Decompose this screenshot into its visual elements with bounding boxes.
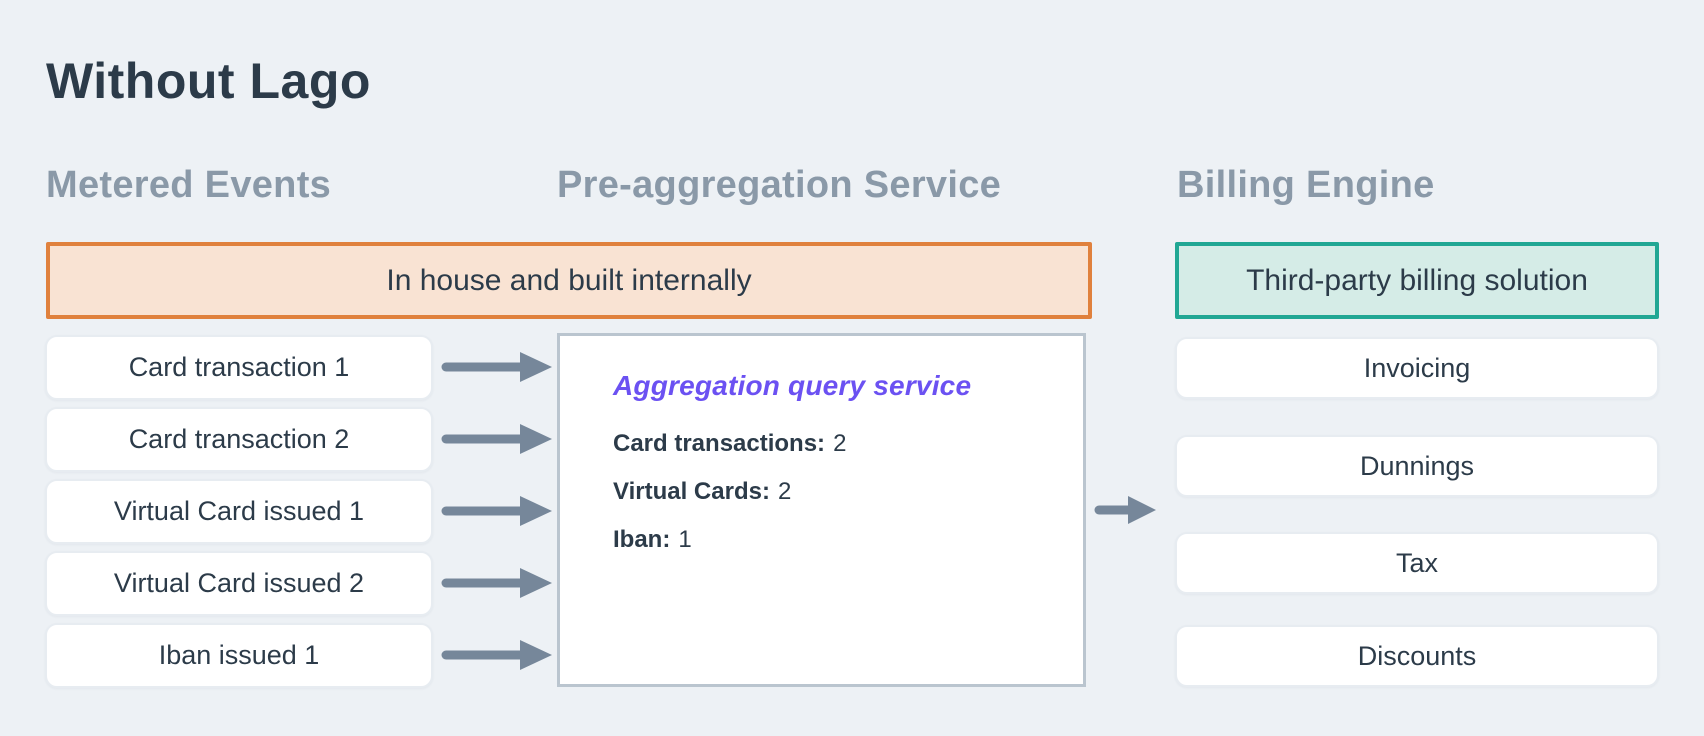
- right-arrow-icon: [441, 352, 552, 382]
- metered-event-card: Iban issued 1: [45, 623, 433, 688]
- billing-feature-label: Discounts: [1357, 640, 1477, 671]
- billing-feature-card: Dunnings: [1175, 435, 1659, 497]
- metered-event-label: Virtual Card issued 1: [113, 496, 365, 526]
- metric-label: Card transactions:: [613, 430, 826, 457]
- metric-value: 2: [777, 478, 792, 505]
- metric-row: Iban: 1: [613, 526, 1063, 554]
- metered-event-card: Virtual Card issued 2: [45, 551, 433, 616]
- metered-event-card: Card transaction 2: [45, 407, 433, 472]
- metric-row: Card transactions: 2: [613, 430, 1063, 458]
- billing-feature-label: Invoicing: [1363, 352, 1471, 383]
- billing-feature-card: Tax: [1175, 532, 1659, 594]
- right-arrow-icon: [441, 424, 552, 454]
- metered-event-label: Virtual Card issued 2: [113, 568, 365, 598]
- banner-third-party-label: Third-party billing solution: [1246, 263, 1588, 297]
- metric-value: 1: [678, 526, 692, 553]
- billing-feature-card: Discounts: [1175, 625, 1659, 687]
- right-arrow-icon: [1094, 496, 1156, 524]
- aggregation-service-title: Aggregation query service: [613, 370, 972, 401]
- billing-feature-label: Tax: [1395, 547, 1439, 578]
- page-title: Without Lago: [46, 53, 371, 109]
- metered-event-label: Card transaction 1: [128, 352, 350, 382]
- banner-in-house-label: In house and built internally: [386, 263, 752, 297]
- metric-label: Virtual Cards:: [613, 478, 770, 505]
- metered-event-card: Virtual Card issued 1: [45, 479, 433, 544]
- column-header-pre-aggregation-service: Pre-aggregation Service: [557, 164, 1002, 206]
- right-arrow-icon: [441, 568, 552, 598]
- column-header-metered-events: Metered Events: [46, 164, 332, 206]
- metric-row: Virtual Cards: 2: [613, 478, 1063, 506]
- metric-label: Iban:: [613, 526, 671, 553]
- metered-event-label: Iban issued 1: [158, 640, 320, 670]
- banner-in-house: In house and built internally: [46, 242, 1092, 319]
- billing-feature-card: Invoicing: [1175, 337, 1659, 399]
- metric-value: 2: [833, 430, 847, 457]
- metered-event-label: Card transaction 2: [128, 424, 350, 454]
- right-arrow-icon: [441, 496, 552, 526]
- banner-third-party: Third-party billing solution: [1175, 242, 1659, 319]
- billing-feature-label: Dunnings: [1359, 450, 1475, 481]
- aggregation-service-box: Aggregation query service Card transacti…: [557, 333, 1086, 687]
- metered-event-card: Card transaction 1: [45, 335, 433, 400]
- right-arrow-icon: [441, 640, 552, 670]
- column-header-billing-engine: Billing Engine: [1177, 164, 1435, 206]
